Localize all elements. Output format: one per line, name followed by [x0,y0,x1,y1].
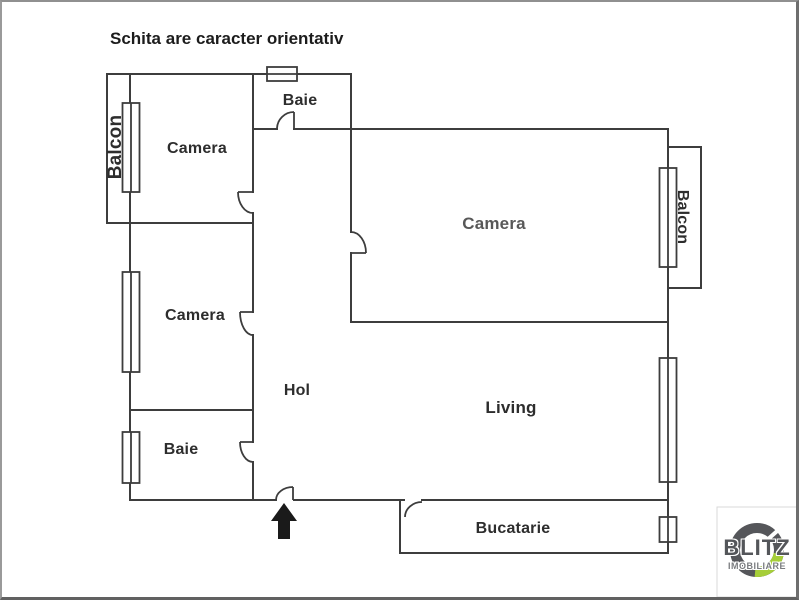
blitz-logo [716,506,798,598]
room-label-balcon-right: Balcon [674,189,691,245]
door-arc [404,501,423,518]
room-label-living: Living [485,398,537,417]
door-arc [275,486,294,501]
door-arc [239,311,254,336]
doors-group [237,111,423,518]
room-label-camera-big: Camera [462,214,526,233]
room-label-baie2: Baie [163,441,199,458]
logo-ring-green-segment [754,552,784,577]
door-arc [237,191,254,214]
window-symbol [658,516,678,543]
door-arc [276,111,295,130]
window-symbol [121,431,141,484]
logo-ring-notch [765,527,782,542]
window-symbol [121,102,141,193]
walls-group [106,73,702,554]
entrance-arrow-icon [271,503,297,539]
room-label-hol: Hol [283,382,311,399]
room-label-camera1: Camera [167,140,227,157]
door-arc [350,231,367,254]
logo-brand-text: BLITZ [723,535,791,560]
window-symbol [658,167,678,268]
room-label-baie1: Baie [282,92,318,109]
room-label-bucatarie: Bucatarie [475,520,551,537]
windows-group [121,66,678,543]
plan-disclaimer-title: Schita are caracter orientativ [110,29,344,48]
window-symbol [121,271,141,373]
door-arc [239,441,254,463]
window-symbol [266,66,298,82]
room-label-balcon-left: Balcon [105,114,126,180]
logo-subtitle-text: IMOBILIARE [728,561,786,571]
window-symbol [658,357,678,483]
room-label-camera2: Camera [165,307,225,324]
